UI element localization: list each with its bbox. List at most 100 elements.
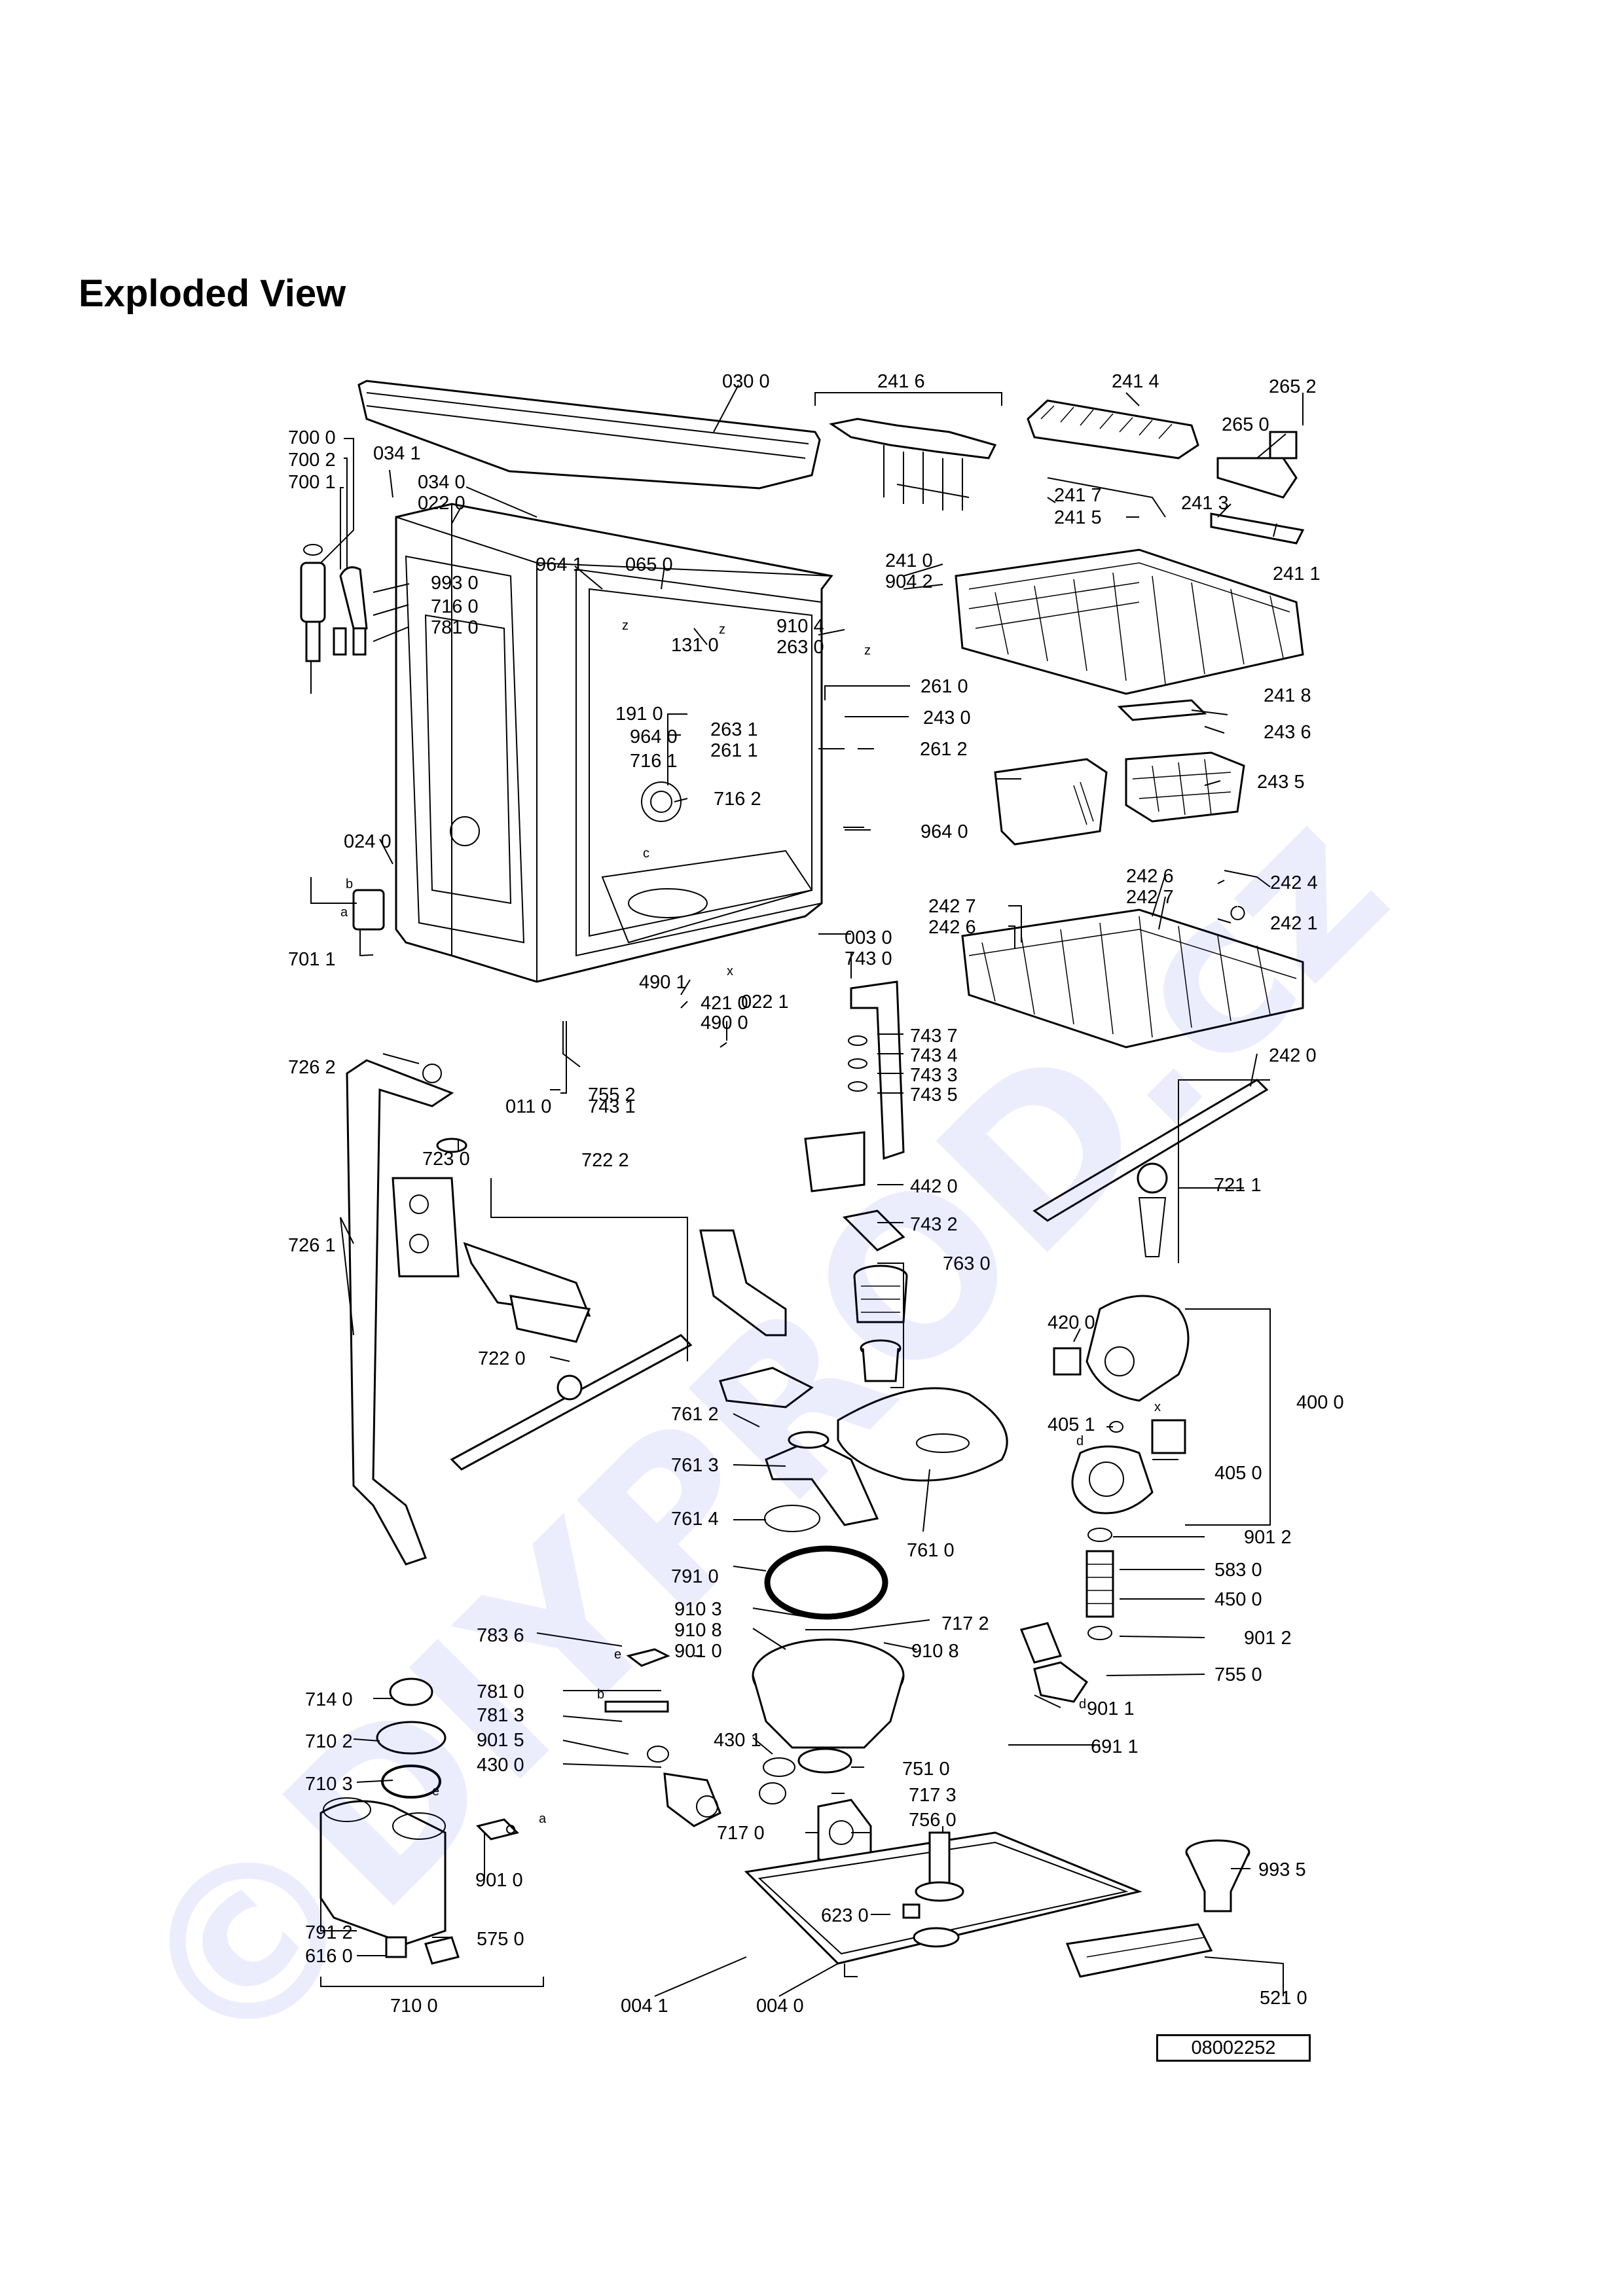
callout-label: 721 1	[1214, 1175, 1262, 1196]
lower-basket	[961, 870, 1304, 1049]
middle-spray-arm	[450, 1334, 693, 1471]
callout-label: 781 3	[477, 1705, 524, 1726]
cup-rack	[1027, 399, 1199, 518]
middle-spray-arm-feed	[463, 1242, 591, 1343]
sump-cover	[719, 1367, 879, 1532]
callout-label: 022 0	[418, 493, 465, 514]
letter-mark: e	[432, 1784, 439, 1799]
callout-label: 763 0	[943, 1253, 991, 1274]
letter-mark: z	[864, 643, 871, 658]
sump	[752, 1629, 905, 1804]
callout-label: 065 0	[625, 554, 673, 575]
callout-label: 521 0	[1260, 1988, 1307, 2009]
callout-label: 964 0	[921, 821, 968, 842]
connector-bracket	[310, 877, 385, 931]
callout-label: 743 1	[588, 1096, 636, 1117]
callout-label: 723 0	[422, 1149, 470, 1170]
callout-label: 901 2	[1244, 1628, 1292, 1649]
callout-label: 490 0	[701, 1013, 748, 1033]
callout-label: 261 0	[921, 676, 968, 697]
callout-label: 241 8	[1264, 685, 1311, 706]
callout-label: 791 0	[671, 1566, 719, 1587]
callout-label: 783 6	[477, 1625, 524, 1646]
letter-mark: b	[597, 1687, 604, 1702]
callout-label: 901 2	[1244, 1527, 1292, 1548]
callout-label: 243 0	[923, 708, 971, 728]
callout-label: 030 0	[722, 371, 770, 392]
letter-mark: z	[622, 619, 629, 633]
callout-label: 781 0	[431, 617, 479, 638]
document-code: 08002252	[1156, 2034, 1311, 2062]
callout-label: 265 0	[1222, 414, 1269, 435]
callout-label: 191 0	[615, 704, 663, 725]
cabinet-frame	[395, 503, 833, 983]
callout-label: 004 0	[756, 1996, 804, 2017]
callout-label: 751 0	[902, 1759, 950, 1780]
callout-label: 710 2	[305, 1731, 353, 1752]
callout-label: 490 1	[639, 972, 687, 993]
callout-label: 265 2	[1269, 376, 1317, 397]
callout-label: 442 0	[910, 1176, 958, 1197]
callout-label: 901 0	[475, 1870, 523, 1891]
letter-mark: b	[346, 877, 353, 891]
upper-basket	[955, 548, 1304, 695]
callout-label: 743 7	[910, 1026, 958, 1047]
callout-label: 910 8	[911, 1641, 959, 1662]
callout-label: 743 5	[910, 1085, 958, 1105]
callout-label: 791 2	[305, 1922, 353, 1943]
letter-mark: d	[1079, 1697, 1086, 1712]
diverter-bracket	[804, 980, 905, 1251]
circulation-hose	[1085, 1528, 1114, 1640]
callout-label: 243 5	[1257, 772, 1305, 793]
worktop-panel	[357, 380, 821, 490]
inlet-valve	[300, 544, 368, 694]
float-switch	[902, 1831, 964, 1948]
callout-label: 241 0	[885, 550, 933, 571]
callout-label: 901 1	[1087, 1698, 1135, 1719]
upper-spray-arm	[1032, 1079, 1269, 1257]
callout-label: 421 0	[701, 993, 748, 1014]
callout-label: 717 2	[941, 1613, 989, 1634]
callout-label: 261 2	[920, 739, 968, 760]
callout-label: 743 3	[910, 1065, 958, 1086]
letter-mark: e	[614, 1647, 621, 1662]
callout-label: 242 0	[1269, 1045, 1317, 1066]
page-title: Exploded View	[79, 272, 346, 315]
callout-label: 405 0	[1214, 1463, 1262, 1484]
letter-mark: x	[727, 964, 733, 978]
callout-label: 717 0	[717, 1823, 765, 1844]
callout-label: 004 1	[621, 1996, 668, 2017]
microfilter	[853, 1265, 908, 1382]
callout-label: 400 0	[1296, 1392, 1344, 1413]
callout-label: 743 0	[845, 948, 892, 969]
callout-label: 717 3	[909, 1785, 957, 1806]
callout-label: 743 2	[910, 1214, 958, 1235]
cutlery-tray-top	[829, 418, 997, 511]
callout-label: 710 3	[305, 1774, 353, 1795]
callout-label: 901 5	[477, 1730, 524, 1751]
callout-label: 726 2	[288, 1057, 336, 1078]
leader-lines	[320, 384, 1304, 1997]
water-duct	[699, 1229, 787, 1336]
wash-pump	[1053, 1295, 1190, 1515]
callout-label: 242 6	[1126, 866, 1174, 887]
sump-gasket	[764, 1545, 888, 1620]
callout-label: 261 1	[710, 740, 758, 761]
drain-connector	[476, 1818, 519, 1840]
callout-label: 241 1	[1273, 564, 1321, 584]
callout-label: 034 1	[373, 443, 421, 464]
callout-label: 011 0	[505, 1096, 551, 1117]
callout-label: 022 1	[741, 992, 789, 1013]
water-softener	[319, 1677, 460, 1965]
letter-mark: a	[539, 1812, 547, 1826]
callout-label: 616 0	[305, 1946, 353, 1967]
callout-label: 726 1	[288, 1235, 336, 1256]
callout-label: 241 6	[877, 371, 925, 392]
callout-label: 993 5	[1258, 1859, 1306, 1880]
callout-label: 691 1	[1091, 1736, 1139, 1757]
callout-label: 904 2	[885, 571, 933, 592]
callout-label: 700 2	[288, 450, 336, 471]
callout-label: 263 1	[710, 719, 758, 740]
